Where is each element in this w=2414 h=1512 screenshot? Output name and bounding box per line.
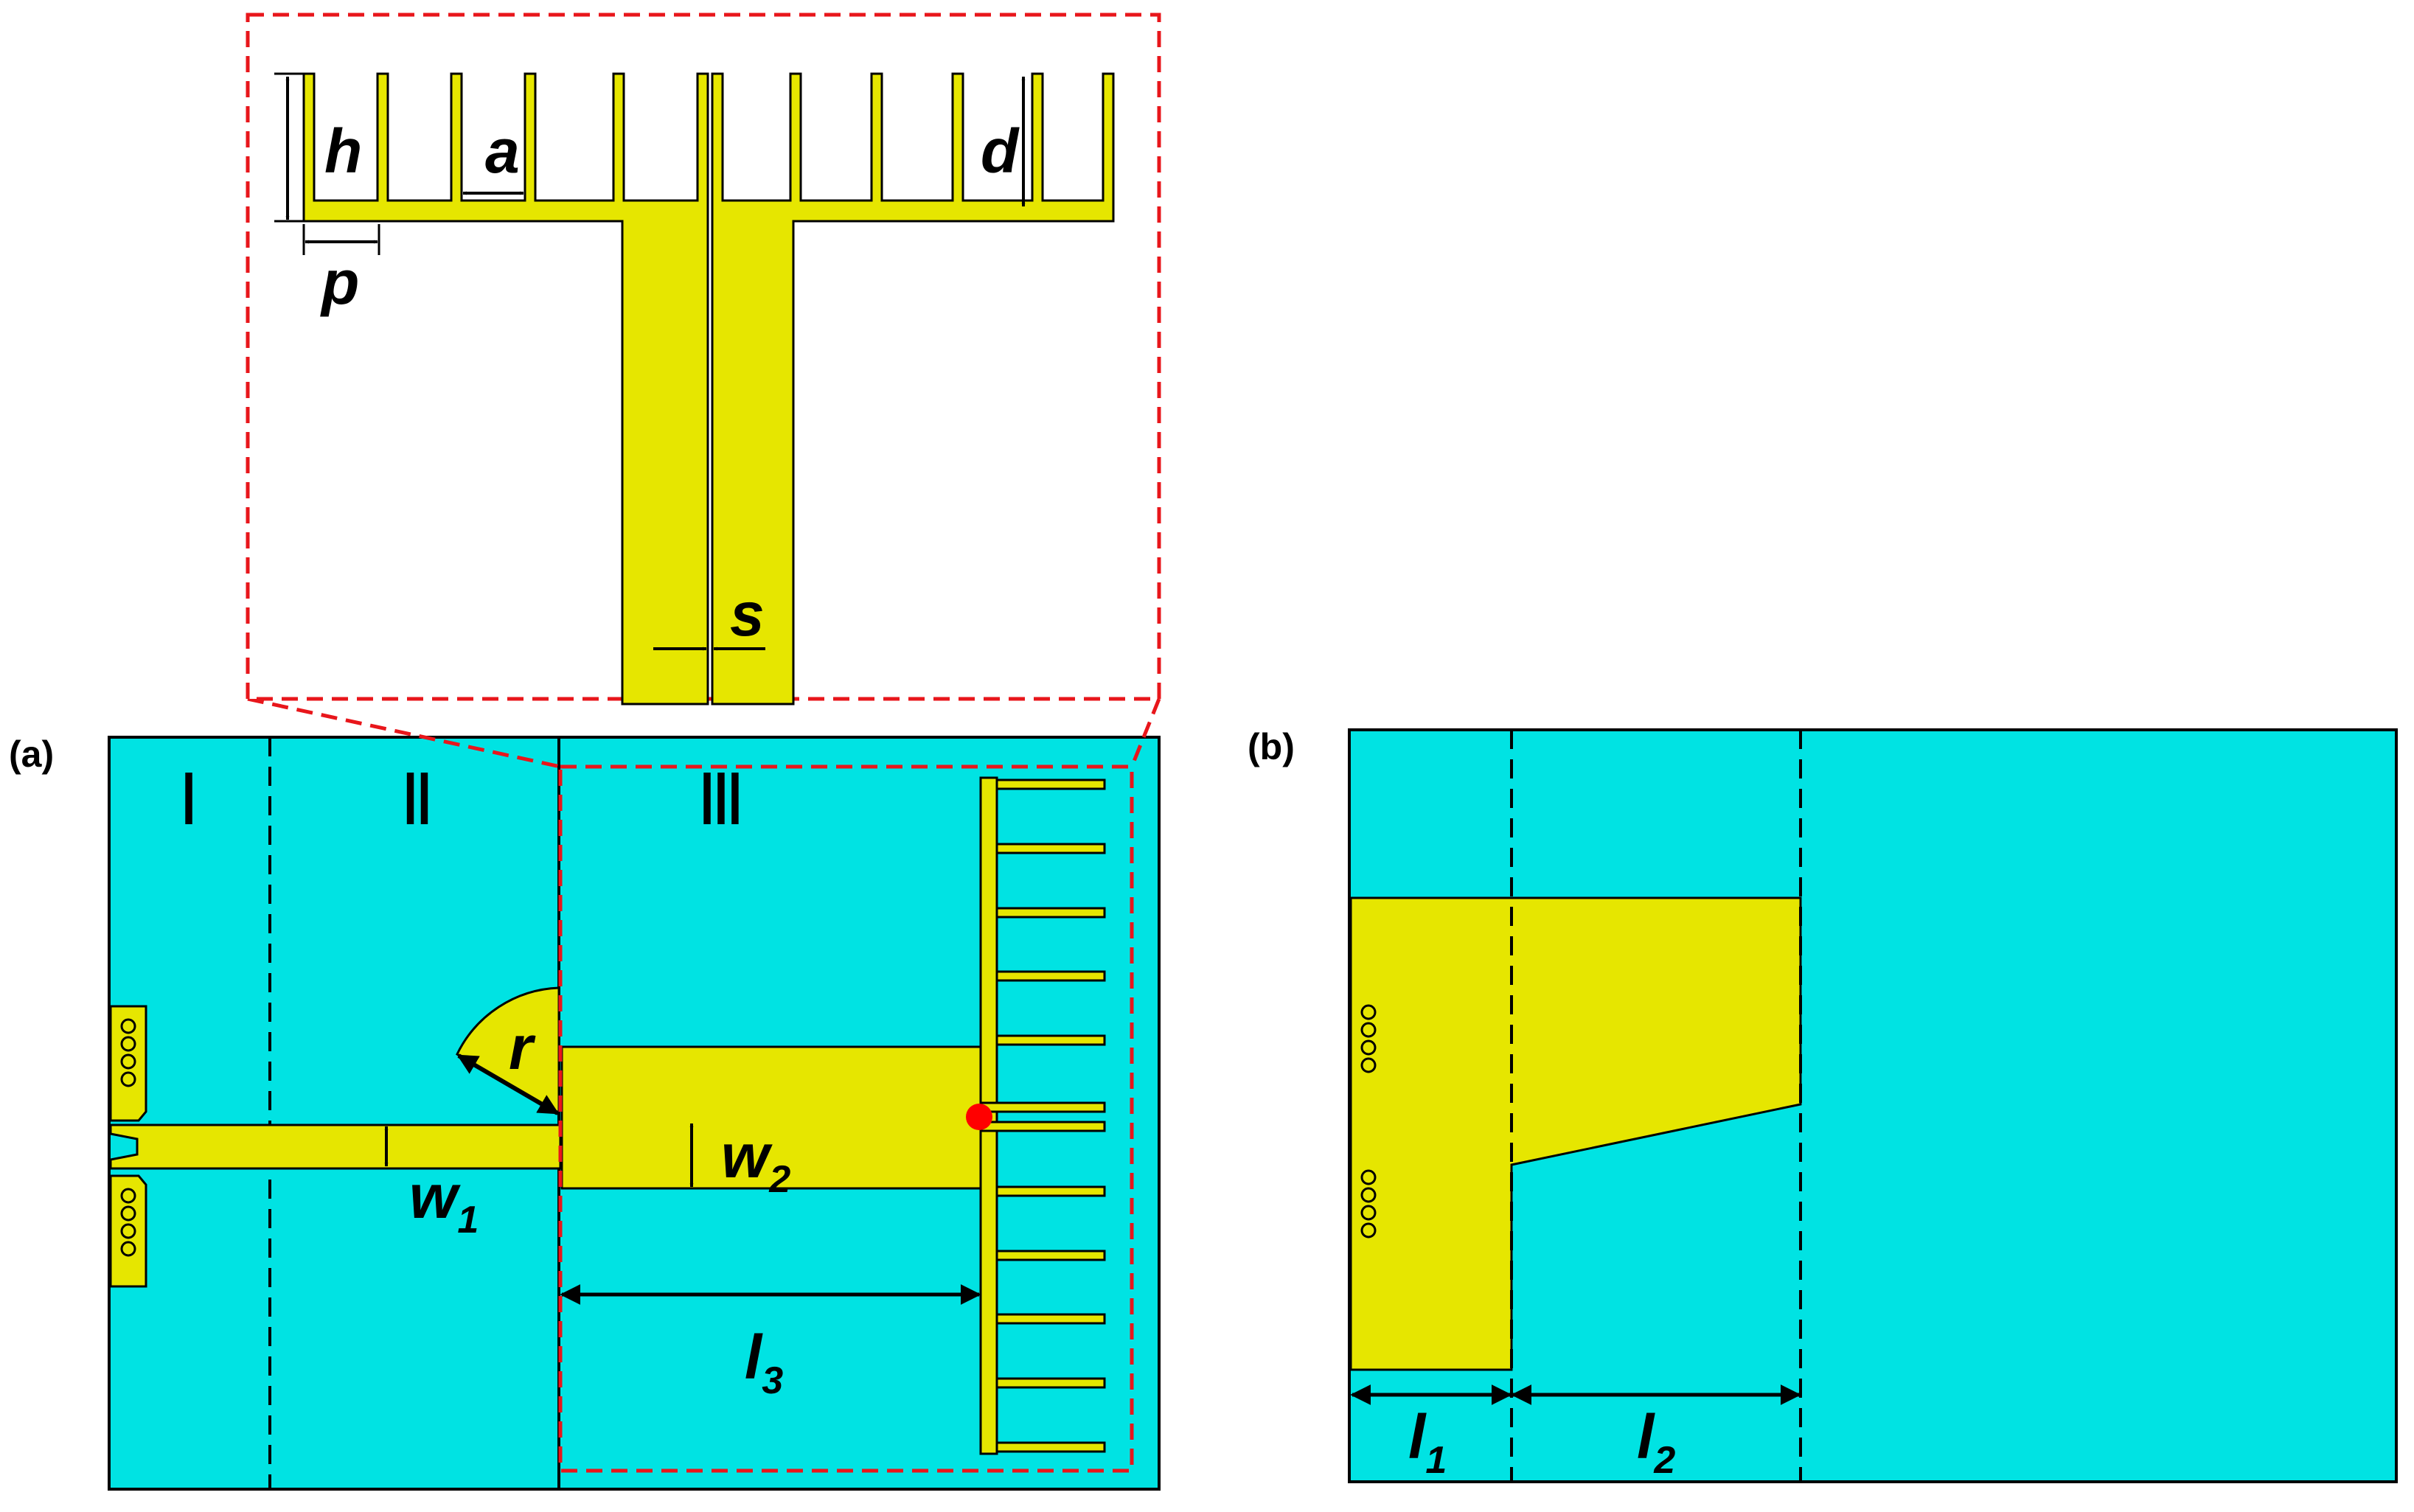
dim-h-label: h	[324, 116, 362, 186]
vias-top	[120, 1018, 136, 1087]
region-label-1: Ⅰ	[178, 761, 199, 840]
zoom-inset: h a d p s	[246, 13, 1161, 706]
panel-a: Ⅰ Ⅱ Ⅲ r w1	[9, 697, 1161, 1491]
dim-l3-label: l3	[745, 1323, 783, 1402]
comb-finger	[995, 1250, 1106, 1261]
dim-l2-label: l2	[1637, 1402, 1675, 1482]
panel-b-label: (b)	[1248, 726, 1295, 767]
feed-point	[966, 1104, 992, 1130]
comb-finger	[995, 1034, 1106, 1046]
zoom-connector-left	[247, 697, 561, 769]
inset-left-arm	[302, 72, 709, 706]
comb-finger	[995, 1313, 1106, 1325]
dim-s-label: s	[730, 579, 765, 649]
comb-finger	[995, 778, 1106, 790]
dim-d-label: d	[981, 116, 1020, 186]
dim-w2-label: w2	[721, 1121, 790, 1201]
region-label-2: Ⅱ	[400, 761, 434, 840]
panel-b: l1 l2 (b)	[1248, 726, 2398, 1483]
ground-pad-top	[109, 1005, 147, 1122]
zoom-connector-right	[1130, 698, 1161, 767]
comb-finger	[995, 843, 1106, 854]
dim-p-label: p	[320, 248, 359, 317]
inset-right-arm	[711, 72, 1115, 706]
panel-a-label: (a)	[9, 734, 54, 775]
dim-r-arrow	[456, 1053, 560, 1115]
coupled-line-bottom	[979, 1121, 1106, 1132]
region-label-3: Ⅲ	[697, 761, 745, 840]
ground-pad-bottom	[109, 1174, 147, 1288]
comb-fingers	[995, 778, 1106, 1453]
panel-b-vias-bottom	[1360, 1169, 1377, 1238]
dim-a-label: a	[485, 116, 520, 186]
comb-finger	[995, 1185, 1106, 1197]
panel-b-vias-top	[1360, 1004, 1377, 1073]
comb-finger	[995, 1377, 1106, 1389]
vias-bottom	[120, 1188, 136, 1257]
coupled-line-top	[979, 1101, 1106, 1113]
dim-r-label: r	[509, 1013, 536, 1082]
comb-finger	[995, 970, 1106, 982]
feed-line	[109, 1123, 562, 1170]
zoom-box-small	[558, 764, 1134, 1473]
dim-w1-label: w1	[409, 1162, 479, 1241]
ground-plane	[1349, 896, 1802, 1371]
dim-l1-label: l1	[1408, 1402, 1447, 1482]
comb-finger	[995, 1441, 1106, 1453]
comb-finger	[995, 907, 1106, 919]
